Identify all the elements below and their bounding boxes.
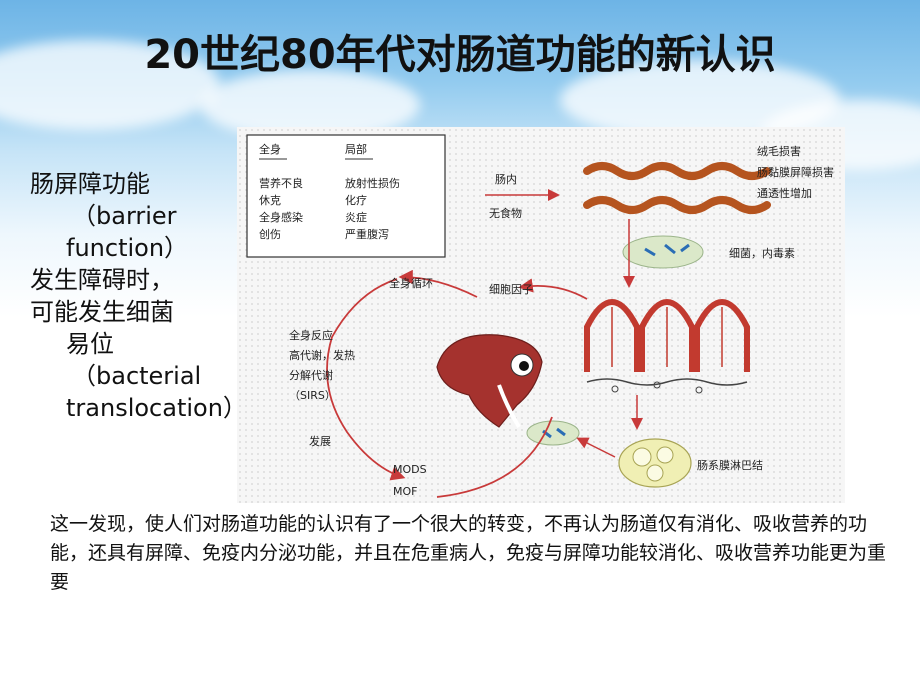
villi-band <box>583 196 771 214</box>
cause-item: 全身感染 <box>259 210 303 224</box>
left-line: 肠屏障功能 <box>30 170 150 198</box>
left-line: 易位 <box>66 330 114 358</box>
villi-band <box>583 162 771 180</box>
mof-label: MOF <box>393 485 417 498</box>
flow-arrow <box>518 278 588 300</box>
circulation-label: 全身循环 <box>389 276 433 290</box>
slide-title: 20世纪80年代对肠道功能的新认识 <box>144 32 776 78</box>
cloud <box>0 40 220 130</box>
bacteria-cluster <box>622 235 704 269</box>
bottom-paragraph: 这一发现，使人们对肠道功能的认识有了一个很大的转变，不再认为肠道仅有消化、吸收营… <box>50 513 887 593</box>
bacteria-cluster <box>526 420 580 446</box>
liver <box>436 334 543 428</box>
causes-col1-header: 全身 <box>259 142 281 156</box>
villus-arch <box>584 299 640 372</box>
arrow-label-top: 肠内 <box>495 172 517 186</box>
circulation-arrow <box>436 416 553 498</box>
left-line: 可能发生细菌 <box>30 298 174 326</box>
diagram-svg: 全身 局部 营养不良 休克 全身感染 创伤 放射性损伤 化疗 炎症 严重腹泻 肠… <box>246 134 834 498</box>
causes-col2-header: 局部 <box>345 142 367 156</box>
develop-label: 发展 <box>309 434 331 448</box>
cause-item: 严重腹泻 <box>345 227 389 241</box>
villus-arch <box>694 299 750 372</box>
cause-item: 化疗 <box>345 193 367 207</box>
damage-label: 肠黏膜屏障损害 <box>757 165 834 179</box>
damage-label: 通透性增加 <box>757 186 812 200</box>
response-label: 分解代谢 <box>289 368 333 382</box>
response-label: 高代谢，发热 <box>289 348 355 362</box>
cause-item: 放射性损伤 <box>345 176 400 190</box>
villus-arch <box>639 299 695 372</box>
response-label: 全身反应 <box>289 328 333 342</box>
cause-item: 营养不良 <box>259 176 303 190</box>
circulation-arrow <box>326 278 406 481</box>
cytokine-label: 细胞因子 <box>489 283 533 296</box>
left-line: （barrier <box>72 202 177 230</box>
cause-item: 休克 <box>259 194 281 207</box>
left-line: （bacterial <box>72 362 202 390</box>
flow-arrow <box>576 437 616 458</box>
gut-barrier-diagram: 全身 局部 营养不良 休克 全身感染 创伤 放射性损伤 化疗 炎症 严重腹泻 肠… <box>237 127 845 503</box>
cause-item: 创伤 <box>259 228 281 241</box>
left-line: translocation） <box>66 394 247 422</box>
arrow-label-bottom: 无食物 <box>489 206 522 220</box>
left-line: 发生障碍时， <box>30 266 174 294</box>
cause-item: 炎症 <box>345 210 367 224</box>
bacteria-label: 细菌，内毒素 <box>729 246 795 260</box>
submucosa-line <box>586 378 748 386</box>
circulation-arrow <box>398 269 478 298</box>
left-description: 肠屏障功能 （barrier function） 发生障碍时， 可能发生细菌 易… <box>30 168 252 424</box>
causes-box <box>246 134 446 258</box>
damage-label: 绒毛损害 <box>757 144 801 158</box>
response-label: （SIRS） <box>289 389 336 402</box>
lymph-label: 肠系膜淋巴结 <box>697 459 763 472</box>
mods-label: MODS <box>393 463 427 476</box>
left-line: function） <box>66 234 189 262</box>
